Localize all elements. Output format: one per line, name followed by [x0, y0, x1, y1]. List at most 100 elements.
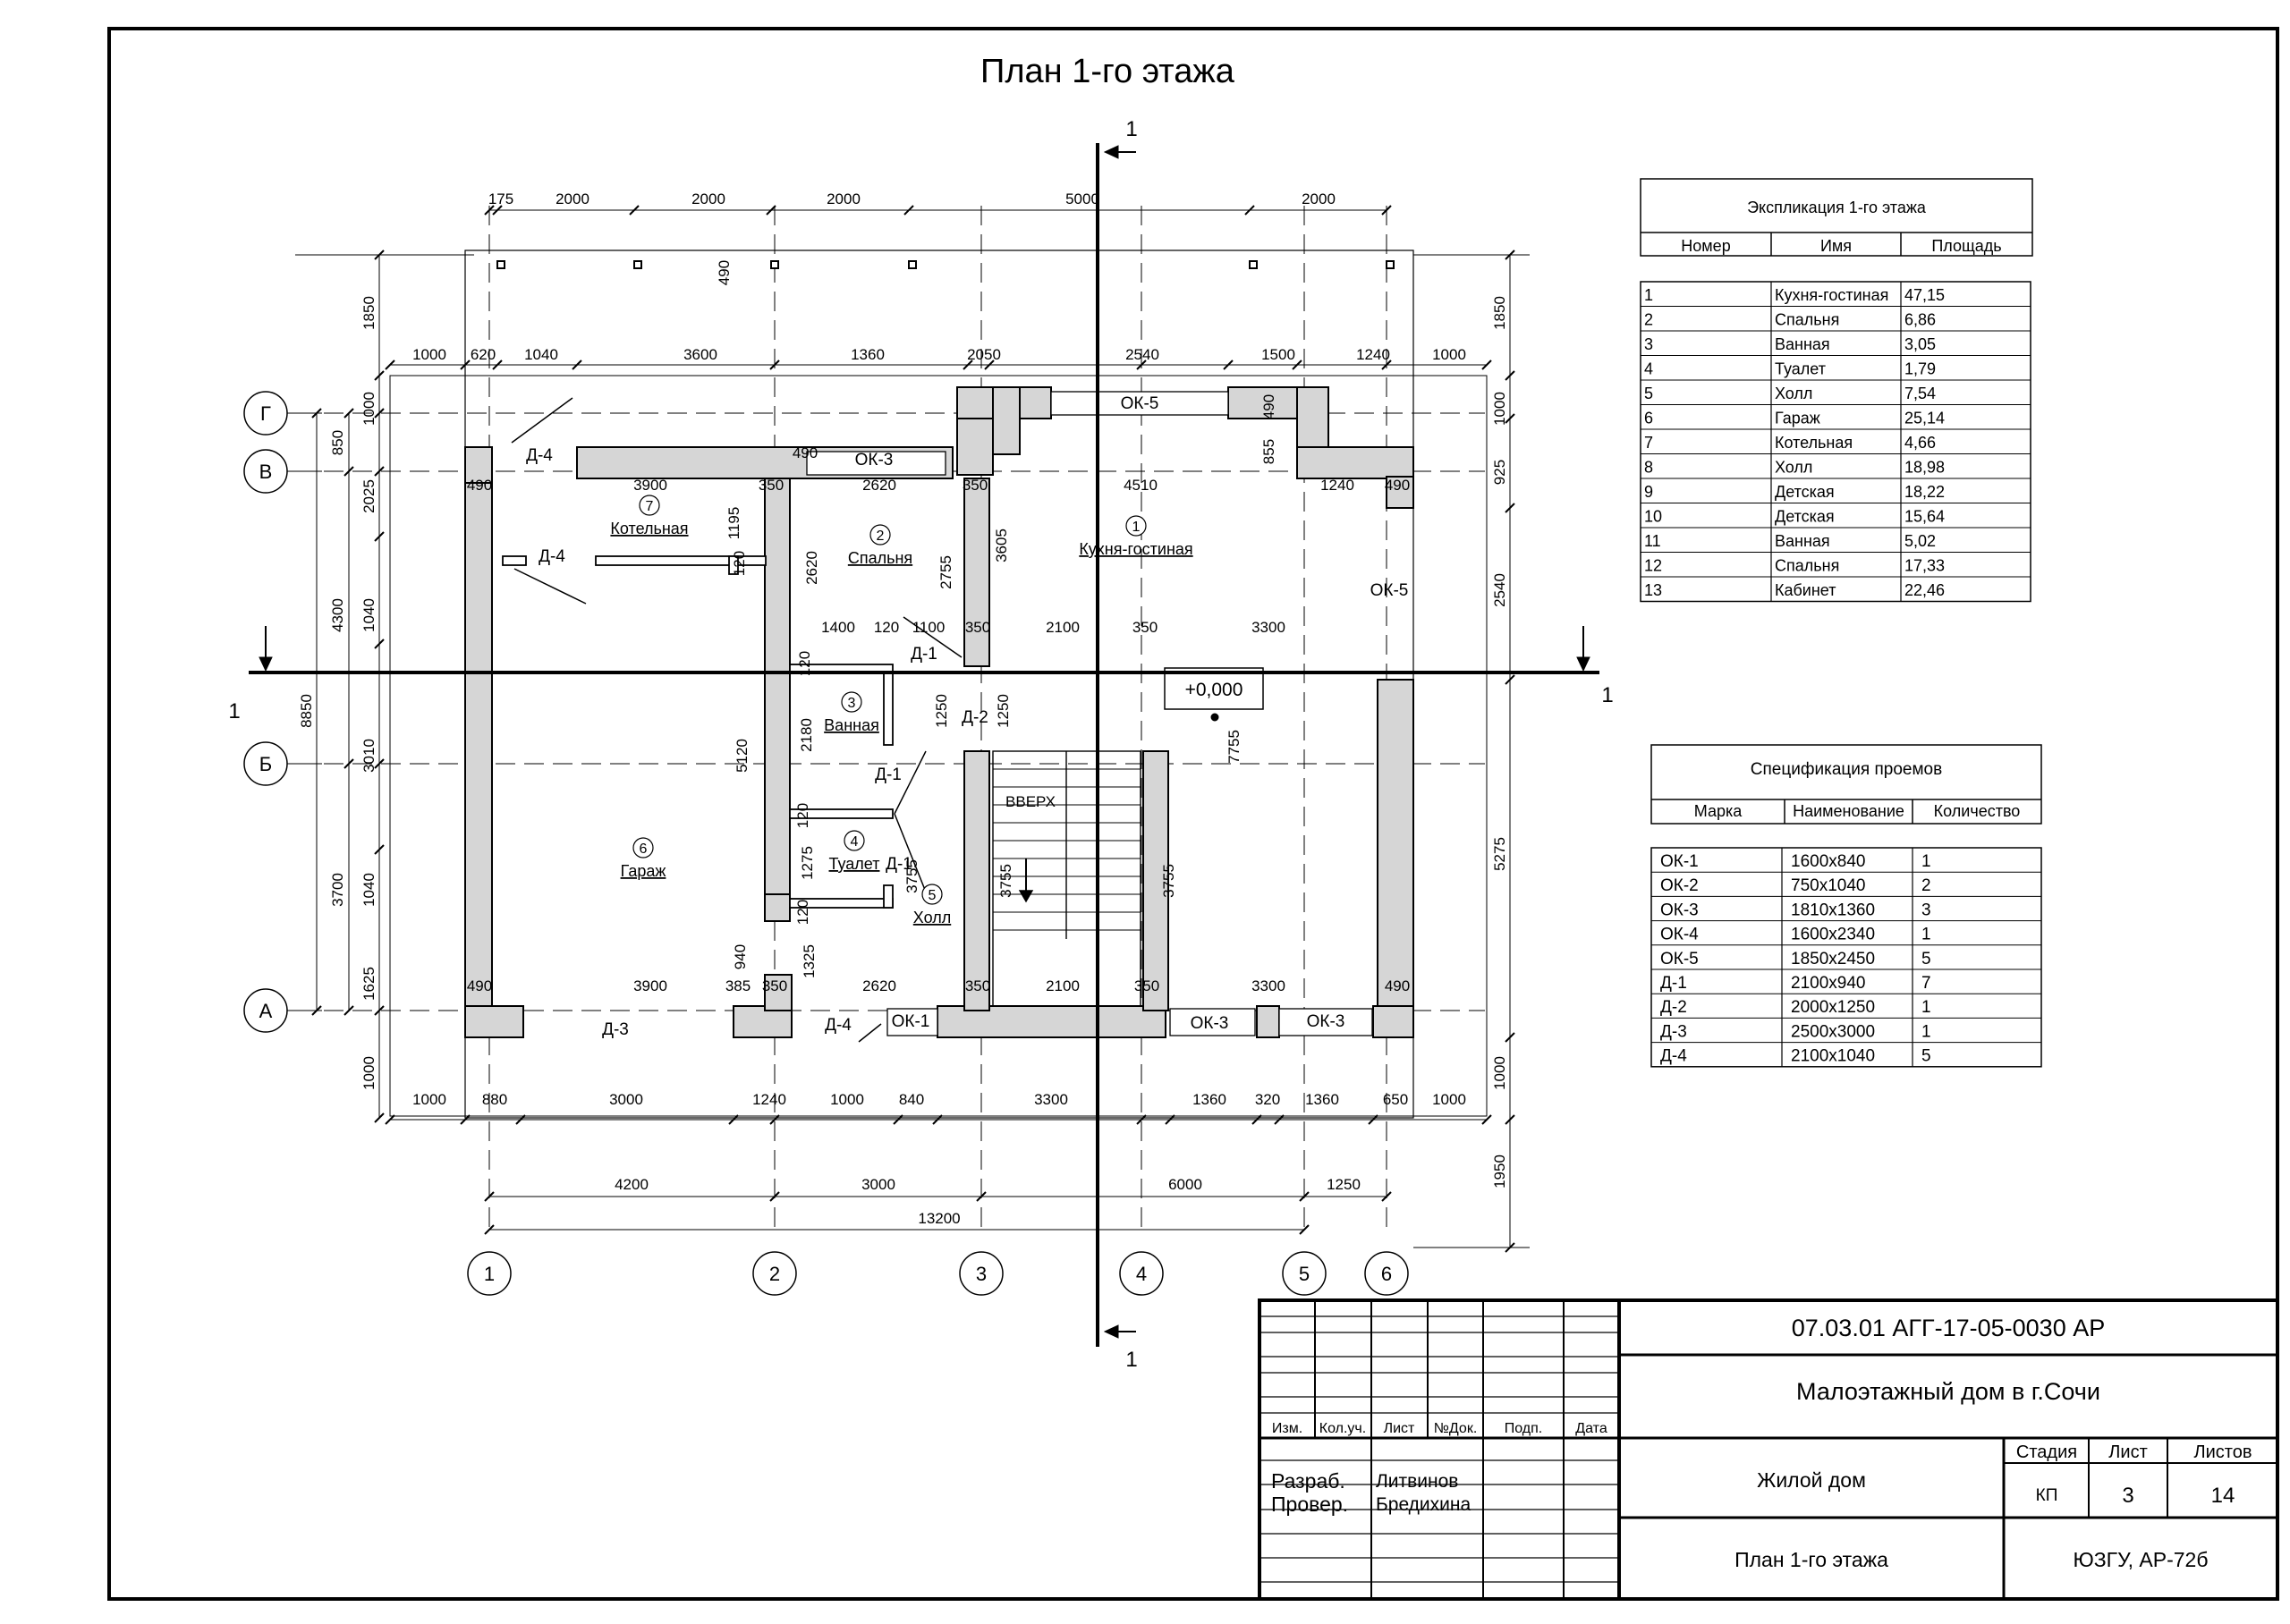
dimension-text: 840	[899, 1091, 924, 1108]
opening-label: ОК-3	[1307, 1012, 1345, 1031]
project-name: Малоэтажный дом в г.Сочи	[1796, 1378, 2100, 1405]
svg-text:Д-3: Д-3	[1660, 1022, 1687, 1041]
dimension-text: 2540	[1125, 346, 1159, 363]
explication-header: Номер	[1681, 237, 1730, 255]
axis-bubble-number: 5	[1282, 1251, 1327, 1296]
title-col-header: Лист	[1384, 1421, 1415, 1436]
dimension-text: 7755	[1226, 730, 1243, 764]
stage-header: Листов	[2194, 1442, 2252, 1462]
axis-bubble-letter: А	[243, 988, 322, 1033]
stage-header: Стадия	[2016, 1442, 2077, 1462]
svg-text:2100х1040: 2100х1040	[1791, 1047, 1875, 1066]
specification-header: Марка	[1694, 802, 1743, 820]
svg-text:1600х840: 1600х840	[1791, 852, 1865, 871]
svg-text:ОК-2: ОК-2	[1660, 876, 1699, 895]
dimension-text: 940	[732, 944, 749, 969]
svg-text:1850х2450: 1850х2450	[1791, 950, 1875, 968]
svg-text:Детская: Детская	[1775, 483, 1835, 501]
opening-label: Д-1	[886, 855, 912, 874]
dimension-text: 650	[1383, 1091, 1408, 1108]
svg-text:5: 5	[1299, 1263, 1310, 1285]
svg-text:Ванная: Ванная	[1775, 335, 1830, 353]
dimension-text: 8850	[298, 694, 315, 728]
dimension-text: 2000	[827, 190, 861, 207]
svg-text:1: 1	[484, 1263, 495, 1285]
title-col-header: Дата	[1575, 1421, 1607, 1436]
svg-text:Спальня: Спальня	[848, 549, 912, 567]
dimension-text: 4510	[1124, 477, 1158, 494]
floor-plan: ВВЕРХ	[249, 143, 1599, 1347]
svg-text:18,98: 18,98	[1904, 459, 1945, 477]
svg-text:2100х940: 2100х940	[1791, 974, 1865, 993]
dimension-text: 490	[1260, 394, 1277, 419]
sheet-name: План 1-го этажа	[1734, 1548, 1888, 1571]
dimension-text: 2000	[1302, 190, 1336, 207]
dimension-text: 2025	[360, 479, 377, 513]
sheet-number: 3	[2122, 1484, 2133, 1508]
dimension-text: 1360	[1305, 1091, 1339, 1108]
svg-text:Д-4: Д-4	[1660, 1047, 1687, 1066]
svg-text:6: 6	[640, 842, 648, 857]
dimension-text: 1000	[1432, 1091, 1466, 1108]
section-mark-right: 1	[1601, 683, 1613, 707]
dimension-text: 350	[1134, 977, 1159, 994]
dimension-text: 490	[716, 260, 733, 285]
dimension-text: 3755	[997, 864, 1014, 898]
svg-text:ОК-5: ОК-5	[1660, 950, 1699, 968]
svg-text:4,66: 4,66	[1904, 434, 1936, 452]
dimension-text: 490	[467, 977, 492, 994]
dimension-text: 1240	[752, 1091, 786, 1108]
svg-text:18,22: 18,22	[1904, 483, 1945, 501]
axis-bubble-number: 3	[959, 1251, 1004, 1296]
dimension-text: 1100	[912, 619, 946, 636]
svg-text:3,05: 3,05	[1904, 335, 1936, 353]
dimension-text: 3300	[1034, 1091, 1068, 1108]
organization: ЮЗГУ, АР-72б	[2073, 1548, 2208, 1571]
svg-text:4: 4	[851, 834, 859, 850]
dimension-text: 1000	[830, 1091, 864, 1108]
dimension-text: 3900	[633, 477, 667, 494]
dimension-text: 350	[762, 977, 787, 994]
dimension-text: 1000	[360, 392, 377, 426]
dimension-text: 4300	[329, 598, 346, 632]
svg-text:Туалет: Туалет	[829, 855, 880, 873]
opening-label: Д-1	[911, 645, 937, 664]
opening-label: Д-3	[602, 1020, 629, 1039]
stair-label: ВВЕРХ	[1005, 793, 1056, 810]
svg-text:В: В	[259, 461, 273, 483]
opening-label: Д-4	[526, 446, 553, 465]
dimension-text: 175	[488, 190, 513, 207]
svg-text:Гараж: Гараж	[621, 862, 666, 880]
specification-title: Спецификация проемов	[1751, 760, 1942, 779]
dimension-text: 1000	[1432, 346, 1466, 363]
dimension-text: 3900	[633, 977, 667, 994]
role-developer: Разраб.	[1271, 1469, 1345, 1493]
dimension-text: 1360	[851, 346, 885, 363]
dimension-text: 1325	[801, 944, 818, 978]
dimension-text: 3010	[360, 739, 377, 773]
svg-text:7,54: 7,54	[1904, 385, 1936, 402]
svg-text:1: 1	[1921, 998, 1931, 1017]
dimension-text: 385	[725, 977, 751, 994]
svg-text:13: 13	[1644, 581, 1662, 599]
svg-text:Котельная: Котельная	[610, 520, 688, 537]
svg-text:Гараж: Гараж	[1775, 410, 1820, 427]
svg-text:6: 6	[1644, 410, 1653, 427]
dimension-text: 1000	[412, 346, 446, 363]
svg-text:25,14: 25,14	[1904, 410, 1945, 427]
dimension-text: 2620	[862, 477, 896, 494]
dimension-text: 1850	[1491, 296, 1508, 330]
dimension-text: 620	[471, 346, 496, 363]
opening-label: ОК-3	[855, 451, 894, 469]
sheet-title: План 1-го этажа	[980, 53, 1235, 90]
